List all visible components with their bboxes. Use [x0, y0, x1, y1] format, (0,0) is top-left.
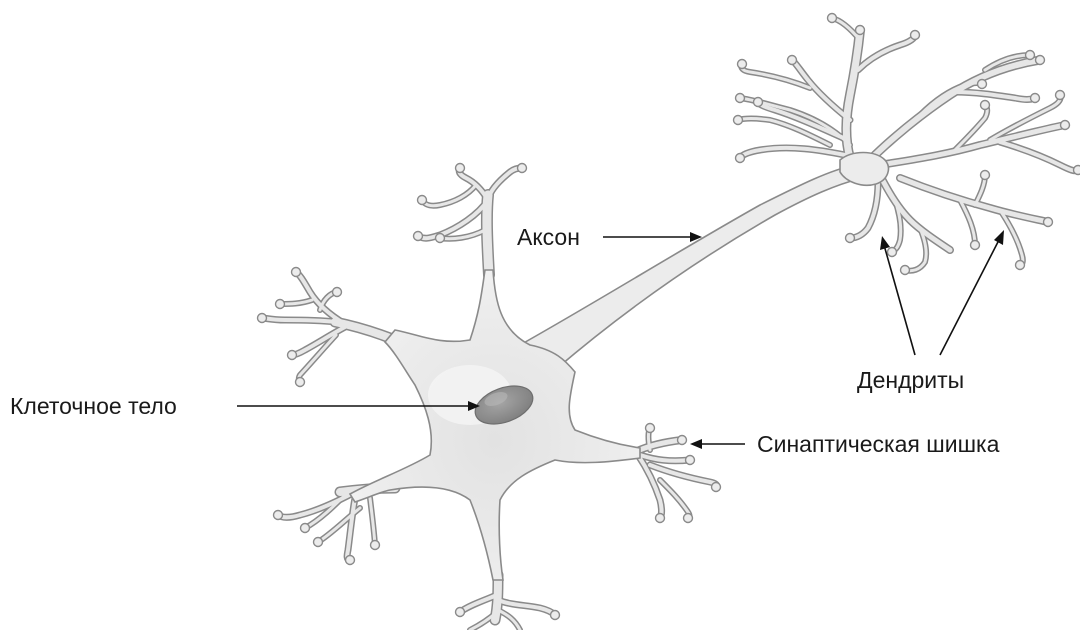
synaptic-knob [856, 26, 865, 35]
label-cell-body-group: Клеточное тело [10, 393, 480, 419]
label-cell-body: Клеточное тело [10, 393, 177, 419]
synaptic-knob [371, 541, 380, 550]
synaptic-knob [712, 483, 721, 492]
synaptic-knob [1056, 91, 1065, 100]
synaptic-knob [888, 248, 897, 257]
synaptic-knob [333, 288, 342, 297]
arrow-dendrites-left-head [880, 236, 890, 250]
label-synaptic-knob: Синаптическая шишка [757, 431, 1000, 457]
synaptic-knob [911, 31, 920, 40]
label-axon-group: Аксон [517, 224, 702, 250]
label-synaptic-knob-group: Синаптическая шишка [690, 431, 1000, 457]
synaptic-knob [258, 314, 267, 323]
synaptic-knob [901, 266, 910, 275]
arrow-dendrites-left-line [884, 245, 915, 355]
dendrite-branch [1000, 142, 1078, 171]
arrow-dendrites-right-head [994, 230, 1004, 245]
synaptic-knob [551, 611, 560, 620]
axon [520, 165, 862, 370]
synaptic-knob [736, 94, 745, 103]
synaptic-knob [678, 436, 687, 445]
synaptic-knob [736, 154, 745, 163]
synaptic-knob [1061, 121, 1070, 130]
synaptic-knob [436, 234, 445, 243]
synaptic-knob [738, 60, 747, 69]
axon-terminal [840, 153, 888, 186]
synaptic-knob [276, 300, 285, 309]
synaptic-knob [981, 171, 990, 180]
synaptic-knob [981, 101, 990, 110]
synaptic-knob [646, 424, 655, 433]
synaptic-knob [274, 511, 283, 520]
synaptic-knob [656, 514, 665, 523]
synaptic-knob [734, 116, 743, 125]
synaptic-knob [418, 196, 427, 205]
synaptic-knob [1044, 218, 1053, 227]
synaptic-knob [296, 378, 305, 387]
synaptic-knob [301, 524, 310, 533]
synaptic-knob [292, 268, 301, 277]
synaptic-knob [788, 56, 797, 65]
synaptic-knob [846, 234, 855, 243]
synaptic-knob [828, 14, 837, 23]
synaptic-knob [518, 164, 527, 173]
dendrite-branch-outline [488, 168, 522, 200]
dendrite-branch [487, 195, 489, 275]
label-dendrites: Дендриты [857, 367, 964, 393]
synaptic-knob [1016, 261, 1025, 270]
synaptic-knob [1074, 166, 1080, 175]
synaptic-knob [971, 241, 980, 250]
arrow-dendrites-right-line [940, 238, 1000, 355]
synaptic-knob [414, 232, 423, 241]
synaptic-knob [1026, 51, 1035, 60]
synaptic-knob [456, 608, 465, 617]
synaptic-knob [314, 538, 323, 547]
label-axon: Аксон [517, 224, 580, 250]
arrow-synaptic-knob-head [690, 439, 702, 449]
synaptic-knob [684, 514, 693, 523]
synaptic-knob [1031, 94, 1040, 103]
synaptic-knob [754, 98, 763, 107]
synaptic-knob [288, 351, 297, 360]
synaptic-knob [978, 80, 987, 89]
synaptic-knob [456, 164, 465, 173]
synaptic-knob [1036, 56, 1045, 65]
label-dendrites-group: Дендриты [857, 230, 1004, 393]
synaptic-knob [346, 556, 355, 565]
synaptic-knob [686, 456, 695, 465]
